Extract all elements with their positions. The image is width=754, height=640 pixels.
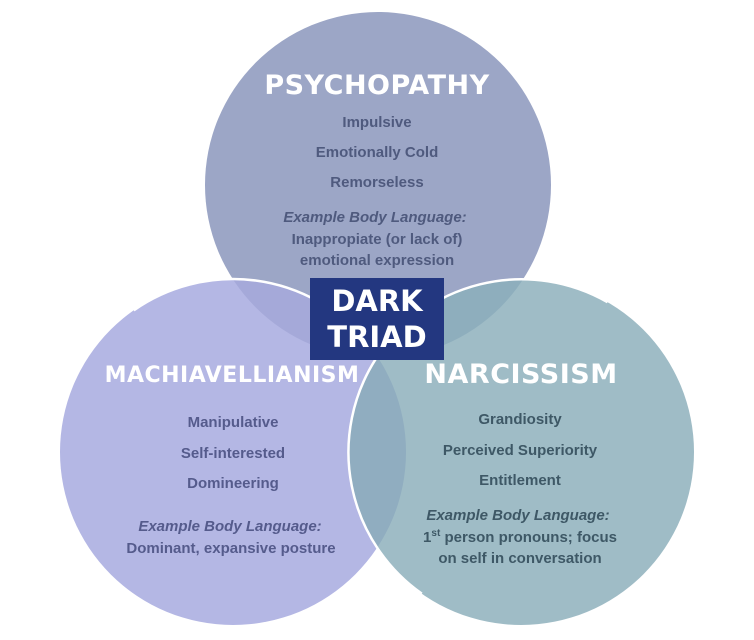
psychopathy-circle [205,12,551,358]
center-title-line: DARK [331,284,423,318]
machiavellianism-circle [60,279,406,625]
narcissism-circle [348,279,694,625]
center-title-line: TRIAD [327,320,427,354]
dark-triad-center-box: DARK TRIAD [310,278,444,360]
